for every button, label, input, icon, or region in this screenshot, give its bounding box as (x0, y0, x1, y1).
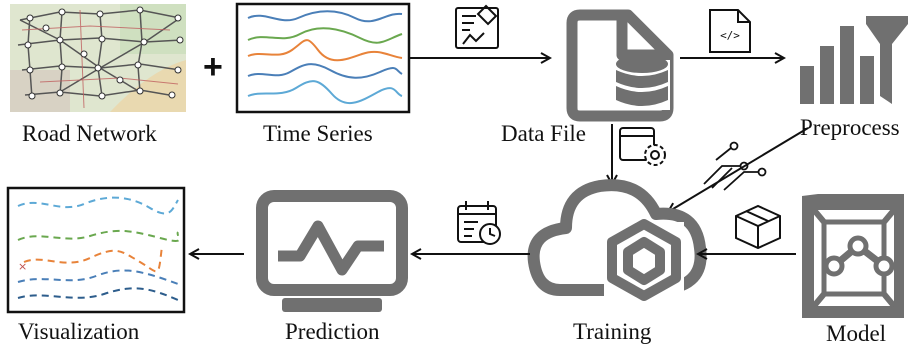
prediction-label: Prediction (285, 319, 380, 344)
visualization-panel: × (6, 186, 186, 314)
package-box-icon (735, 204, 781, 250)
svg-text:</>: </> (720, 29, 740, 42)
time-series-panel (235, 2, 411, 114)
settings-window-icon (619, 127, 666, 166)
prediction-monitor-icon (256, 190, 408, 312)
circuit-icon (703, 141, 767, 191)
plan-edit-icon (455, 4, 499, 49)
code-file-icon: </> (709, 9, 751, 53)
time-series-label: Time Series (263, 121, 373, 146)
plus-sign: + (203, 48, 223, 86)
preprocess-label: Preprocess (800, 115, 900, 140)
data-file-label: Data File (501, 121, 586, 146)
visualization-label: Visualization (18, 319, 140, 344)
svg-text:×: × (18, 260, 27, 273)
road-network-label: Road Network (22, 121, 157, 146)
preprocess-filter-icon (800, 16, 908, 104)
arrow-preprocess-to-training (668, 127, 809, 212)
model-label: Model (826, 321, 887, 346)
road-network-map (10, 4, 186, 112)
model-box-icon (802, 194, 904, 318)
training-label: Training (573, 319, 652, 344)
data-file-icon (566, 9, 674, 122)
training-cloud-icon (527, 179, 707, 302)
calendar-clock-icon (457, 201, 501, 245)
